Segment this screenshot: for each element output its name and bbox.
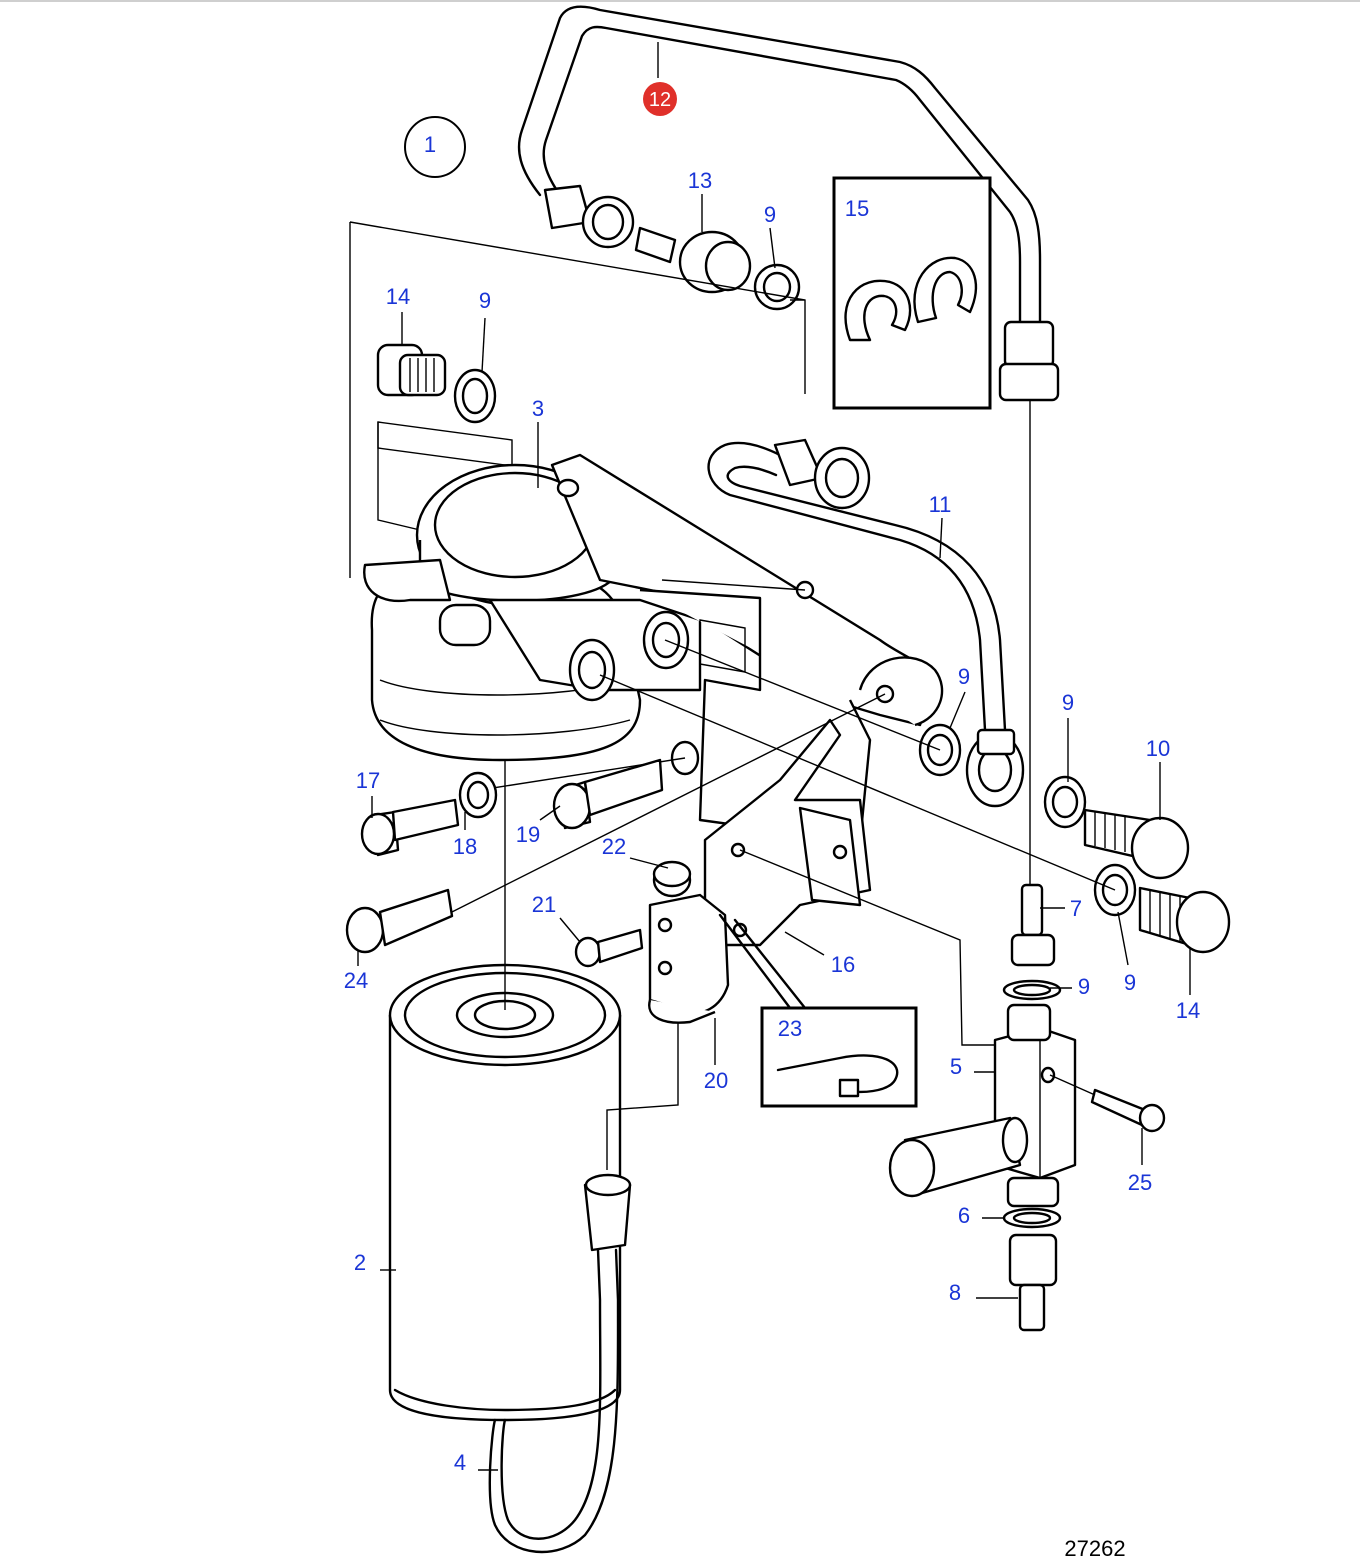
valve-block-5 (888, 1003, 1077, 1208)
callout-9-screw: 9 (1062, 690, 1074, 715)
callout-18: 18 (453, 834, 477, 859)
fuel-pipe-12 (517, 5, 1060, 890)
clips-15-box (832, 176, 992, 410)
hollow-screw-10 (1083, 808, 1190, 880)
callout-2: 2 (354, 1250, 366, 1275)
callout-25: 25 (1128, 1170, 1152, 1195)
sensor-cable-4 (488, 1020, 679, 1554)
cable-tie-23-box (718, 913, 918, 1108)
plug-14-right (1138, 886, 1231, 954)
callout-3: 3 (532, 396, 544, 421)
callout-16: 16 (831, 952, 855, 977)
callout-9-pipe: 9 (958, 664, 970, 689)
callout-6: 6 (958, 1203, 970, 1228)
callout-17: 17 (356, 768, 380, 793)
top-border (0, 0, 1360, 2)
callout-8: 8 (949, 1280, 961, 1305)
callout-9-plug: 9 (479, 288, 491, 313)
callout-14-top: 14 (386, 284, 410, 309)
callout-14-right: 14 (1176, 998, 1200, 1023)
fuel-pipe-11 (707, 438, 1025, 808)
filter-head-3 (363, 463, 702, 762)
callout-11: 11 (929, 492, 952, 517)
callout-15: 15 (845, 196, 869, 221)
callout-21: 21 (532, 892, 556, 917)
callout-20: 20 (704, 1068, 728, 1093)
drawing-ref-number: 27262 (1064, 1536, 1125, 1558)
highlight-dot-12 (643, 82, 677, 116)
bolt-17 (360, 798, 460, 857)
callout-9-top: 9 (764, 202, 776, 227)
screw-21 (574, 928, 644, 968)
group-marker-circle (404, 116, 466, 178)
bolt-24 (345, 888, 454, 954)
mounting-bracket (550, 453, 944, 844)
callout-9-nipple: 9 (1078, 974, 1090, 999)
bolt-19 (552, 758, 664, 830)
nipple-8 (1008, 1233, 1058, 1332)
nipple-7 (1010, 883, 1056, 967)
callout-23: 23 (778, 1016, 802, 1041)
union-nipple-13 (543, 184, 801, 311)
fuel-filter-2 (388, 760, 622, 1422)
bracket-20 (648, 893, 730, 1024)
callout-24: 24 (344, 968, 368, 993)
callout-19: 19 (516, 822, 540, 847)
callout-7: 7 (1070, 896, 1082, 921)
bolt-25 (1090, 1088, 1166, 1133)
callout-12: 12 (649, 89, 671, 111)
callout-13: 13 (688, 168, 712, 193)
callout-10: 10 (1146, 736, 1170, 761)
group-marker-label: 1 (424, 132, 436, 157)
callout-5: 5 (950, 1054, 962, 1079)
callout-22: 22 (602, 834, 626, 859)
callout-9-right: 9 (1124, 970, 1136, 995)
callout-4: 4 (454, 1450, 466, 1475)
leader-lines (357, 194, 1191, 1471)
